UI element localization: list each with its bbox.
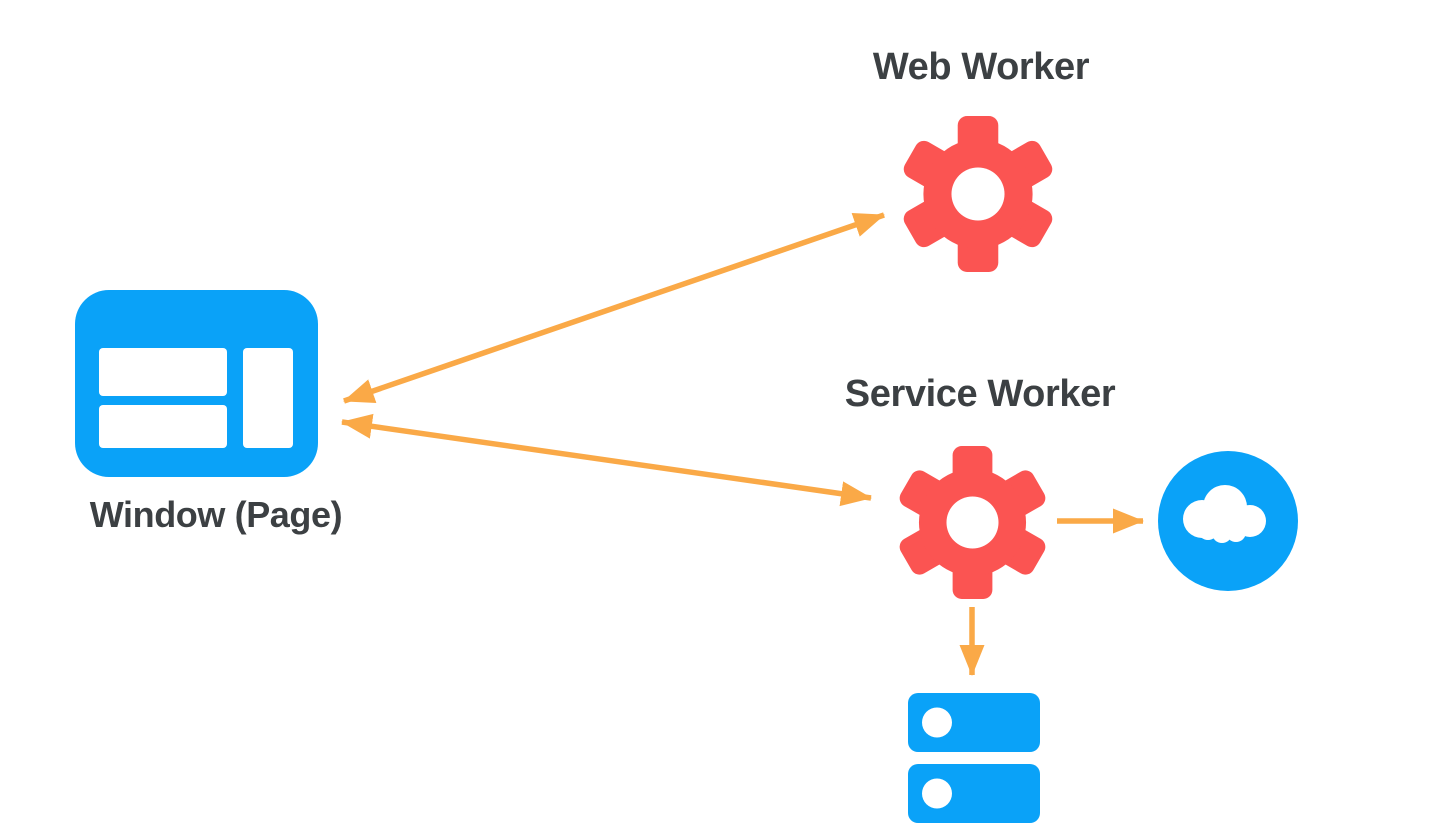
web-worker-gear-icon bbox=[900, 116, 1056, 272]
browser-window-icon bbox=[75, 290, 318, 477]
window-page-label: Window (Page) bbox=[89, 494, 343, 535]
arrow-window-service-worker bbox=[341, 413, 872, 507]
database-stack-icon bbox=[908, 693, 1040, 823]
service-worker-label: Service Worker bbox=[844, 373, 1116, 415]
web-worker-label: Web Worker bbox=[872, 46, 1090, 88]
service-worker-gear-icon bbox=[896, 446, 1049, 599]
arrow-window-web-worker bbox=[343, 212, 885, 404]
cloud-icon bbox=[1158, 451, 1298, 591]
